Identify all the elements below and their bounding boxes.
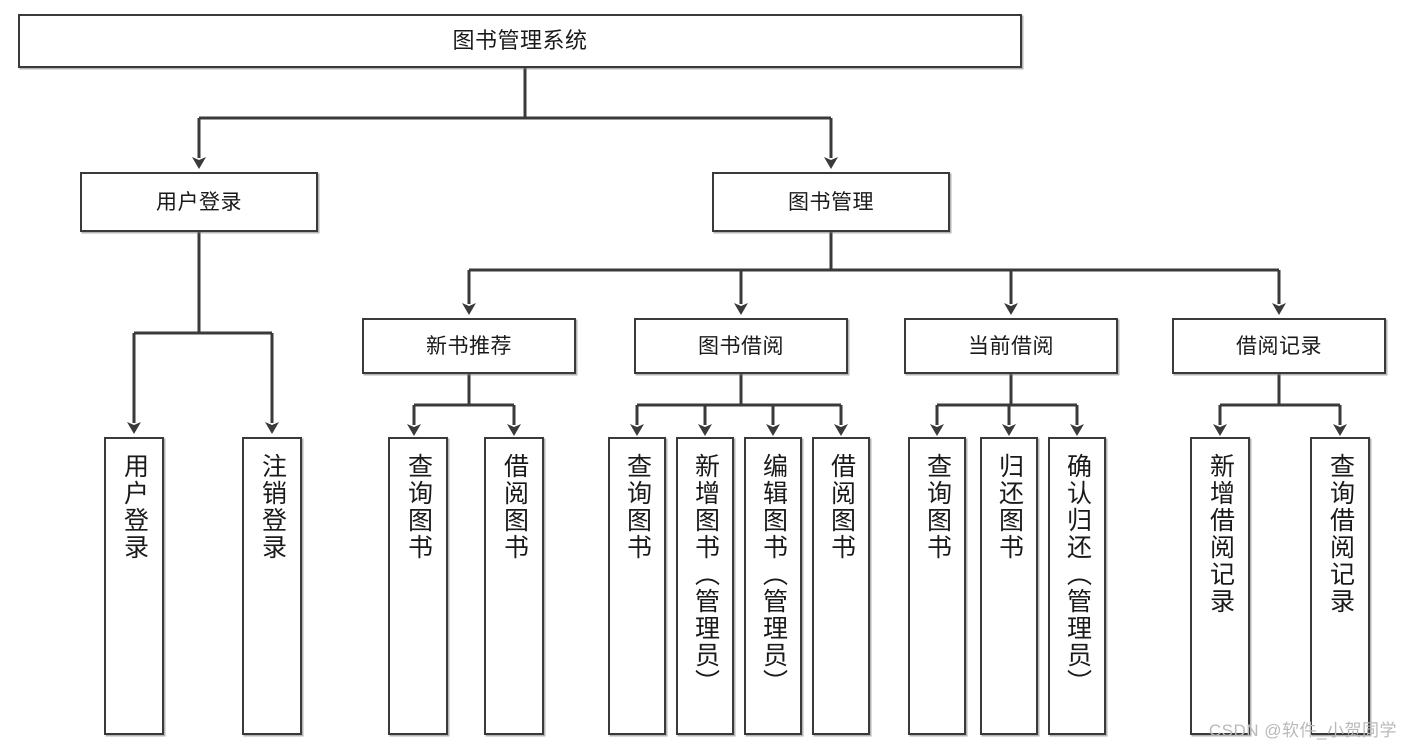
leaf-node-label: 编辑图书（管理员） (759, 453, 788, 696)
leaf-node-9[interactable]: 归还图书 (980, 437, 1038, 735)
root-node-label: 图书管理系统 (452, 28, 588, 53)
leaf-node-label: 用户登录 (120, 453, 149, 561)
level2-node-0[interactable]: 用户登录 (80, 172, 318, 232)
leaf-node-1[interactable]: 注销登录 (242, 437, 302, 735)
level3-node-label: 图书借阅 (698, 334, 784, 358)
level3-node-label: 借阅记录 (1236, 334, 1322, 358)
leaf-node-2[interactable]: 查询图书 (388, 437, 448, 735)
leaf-node-8[interactable]: 查询图书 (908, 437, 966, 735)
leaf-node-11[interactable]: 新增借阅记录 (1190, 437, 1250, 735)
leaf-node-label: 借阅图书 (827, 453, 856, 561)
level3-node-1[interactable]: 图书借阅 (634, 318, 848, 374)
leaf-node-label: 借阅图书 (500, 453, 529, 561)
leaf-node-label: 注销登录 (258, 453, 287, 561)
level2-node-label: 图书管理 (788, 190, 874, 214)
leaf-node-6[interactable]: 编辑图书（管理员） (744, 437, 802, 735)
root-node[interactable]: 图书管理系统 (18, 14, 1022, 68)
leaf-node-label: 新增借阅记录 (1206, 453, 1235, 615)
leaf-node-4[interactable]: 查询图书 (608, 437, 666, 735)
leaf-node-label: 归还图书 (995, 453, 1024, 561)
leaf-node-label: 确认归还（管理员） (1063, 453, 1092, 696)
level2-node-label: 用户登录 (156, 190, 242, 214)
leaf-node-label: 查询图书 (923, 453, 952, 561)
leaf-node-label: 新增图书（管理员） (691, 453, 720, 696)
leaf-node-3[interactable]: 借阅图书 (484, 437, 544, 735)
leaf-node-label: 查询借阅记录 (1326, 453, 1355, 615)
leaf-node-label: 查询图书 (623, 453, 652, 561)
level3-node-label: 新书推荐 (426, 334, 512, 358)
level3-node-2[interactable]: 当前借阅 (904, 318, 1118, 374)
leaf-node-label: 查询图书 (404, 453, 433, 561)
leaf-node-5[interactable]: 新增图书（管理员） (676, 437, 734, 735)
leaf-node-0[interactable]: 用户登录 (104, 437, 164, 735)
leaf-node-10[interactable]: 确认归还（管理员） (1048, 437, 1106, 735)
level3-node-label: 当前借阅 (968, 334, 1054, 358)
level3-node-3[interactable]: 借阅记录 (1172, 318, 1386, 374)
level2-node-1[interactable]: 图书管理 (712, 172, 950, 232)
watermark-text: CSDN @软件_小贺同学 (1208, 721, 1397, 740)
level3-node-0[interactable]: 新书推荐 (362, 318, 576, 374)
leaf-node-12[interactable]: 查询借阅记录 (1310, 437, 1370, 735)
leaf-node-7[interactable]: 借阅图书 (812, 437, 870, 735)
